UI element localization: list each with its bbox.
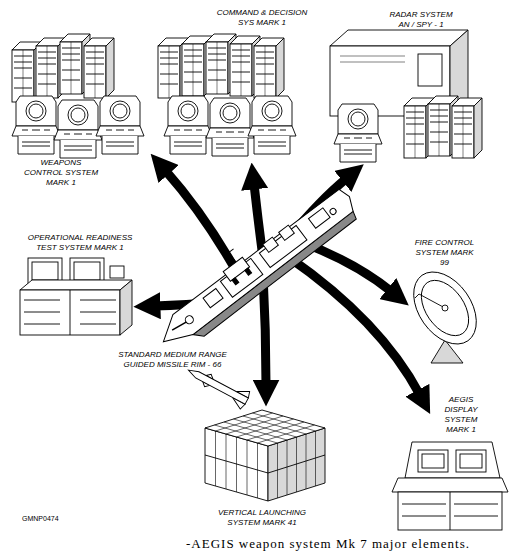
figure-number: GMNP0474 [22,514,82,524]
part-label: STANDARD MEDIUM RANGE GUIDED MISSILE RIM… [110,350,235,370]
part-label: OPERATIONAL READINESS TEST SYSTEM MARK 1 [18,233,142,253]
ship-drawing [140,169,363,357]
part-label: VERTICAL LAUNCHING SYSTEM MARK 41 [212,508,312,528]
part-label: COMMAND & DECISION SYS MARK 1 [212,8,312,28]
command-decision-equipment [158,34,296,156]
launcher-drawing [205,410,325,501]
radar-equipment [330,30,482,162]
fire-control-dish [401,260,489,363]
figure-caption: -AEGIS weapon system Mk 7 major elements… [186,536,470,551]
part-label: AEGIS DISPLAY SYSTEM MARK 1 [440,395,482,435]
display-console [392,442,508,530]
part-label: RADAR SYSTEM AN / SPY - 1 [385,10,457,30]
weapons-control-equipment [12,34,144,158]
part-label: FIRE CONTROL SYSTEM MARK 99 [412,238,477,268]
part-label: WEAPONS CONTROL SYSTEM MARK 1 [22,158,100,188]
readiness-test-equipment [20,258,132,335]
